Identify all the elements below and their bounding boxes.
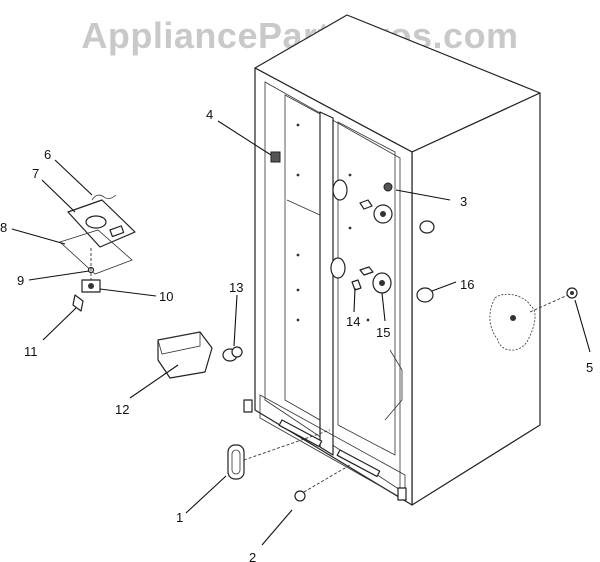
callout-label: 16 [460,277,474,292]
callout-1: 1 [176,475,227,525]
callout-9: 9 [17,270,90,288]
shelf-rail-marks [296,123,370,322]
callout-label: 12 [115,402,129,417]
callout-5: 5 [574,299,593,375]
callout-label: 1 [176,510,183,525]
callout-15: 15 [376,292,390,340]
callout-label: 7 [32,166,39,181]
callout-label: 8 [0,220,7,235]
callout-label: 14 [346,314,360,329]
part-4-bracket [270,151,281,163]
callout-6: 6 [44,147,93,196]
callout-label: 4 [206,107,213,122]
callout-label: 15 [376,325,390,340]
refrigerator-cabinet [243,14,541,506]
callout-label: 9 [17,273,24,288]
part-13-cap [222,346,243,362]
callout-label: 13 [229,280,243,295]
part-3-assembly [332,179,435,234]
callout-label: 10 [159,289,173,304]
part-5-assembly [489,287,578,351]
callout-3: 3 [395,189,467,209]
part-2-plug [294,464,351,502]
part-14-15-16-assembly [330,257,434,303]
callout-10: 10 [99,288,173,304]
callout-16: 16 [431,277,474,292]
callout-label: 6 [44,147,51,162]
callout-label: 3 [460,194,467,209]
callout-2: 2 [249,509,293,562]
callout-4: 4 [206,107,272,156]
callout-7: 7 [32,166,76,213]
callout-label: 2 [249,550,256,562]
callout-14: 14 [346,287,360,329]
part-6-11-assembly [59,194,136,312]
part-1-handle [227,429,331,480]
callout-13: 13 [229,280,243,347]
callout-8: 8 [0,220,66,245]
part-12-bin [157,331,213,379]
callout-label: 5 [586,360,593,375]
callout-11: 11 [24,307,77,359]
callout-label: 11 [24,344,38,359]
callout-12: 12 [115,364,179,417]
